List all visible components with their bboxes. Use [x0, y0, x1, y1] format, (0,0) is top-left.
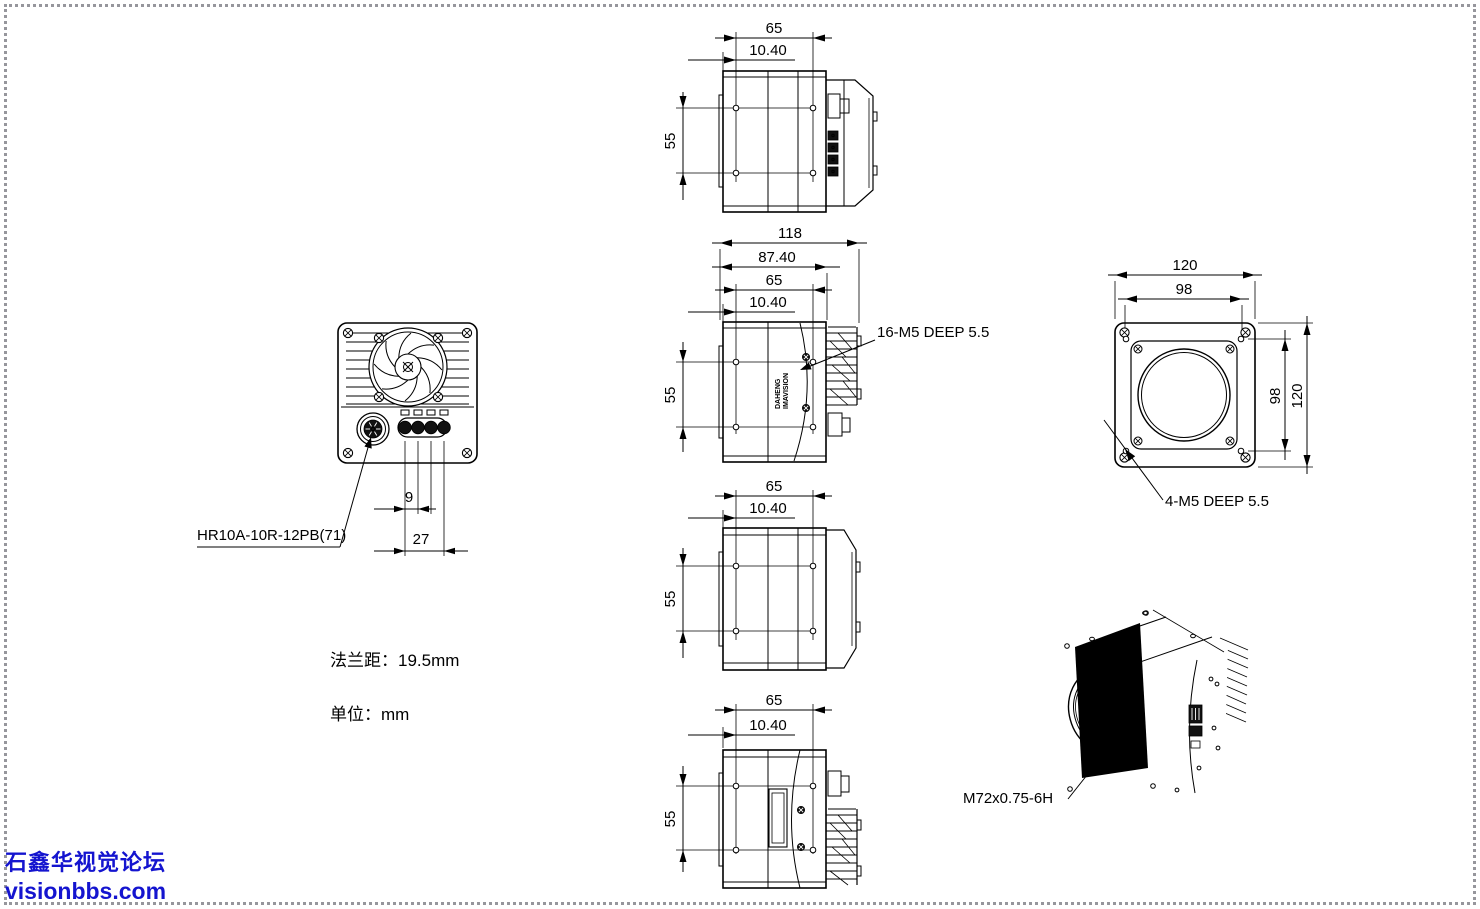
heatsink-side [826, 326, 862, 406]
flange-distance-note: 法兰距：19.5mm [330, 651, 460, 670]
watermark-site-url: visionbbs.com [5, 877, 167, 904]
top-view-width-dim: 65 [766, 20, 783, 37]
lens-opening [1137, 348, 1231, 442]
top-view-body [722, 70, 827, 213]
side-view-body-depth-dim: 87.40 [758, 249, 796, 266]
unit-note: 单位：mm [330, 705, 410, 724]
power-connector-top [827, 93, 841, 119]
bottom-view-body [722, 527, 827, 671]
bottom-view-width-dim: 65 [766, 478, 783, 495]
front-hole-width-dim: 98 [1176, 281, 1193, 298]
lens-mount-thread-callout: M72x0.75-6H [963, 790, 1053, 807]
bottom-view-offset-dim: 10.40 [749, 500, 787, 517]
heatsink-side2 [826, 808, 862, 886]
logo-line1: DAHENG [775, 378, 782, 409]
iso-lens-plate [1075, 623, 1148, 778]
camera-isometric-view: M72x0.75-6H [963, 602, 1249, 807]
coax-connector-cluster [397, 409, 451, 438]
power-connector-side2 [827, 770, 842, 797]
top-view-rear-housing [826, 79, 874, 207]
logo-line2: IMAVISION [783, 373, 790, 409]
power-connector-rear [356, 412, 390, 446]
daheng-logo: DAHENG IMAVISION [775, 373, 790, 409]
iso-side-connectors [1174, 676, 1221, 793]
front-hole-height-dim: 98 [1267, 388, 1284, 405]
side-view-total-depth-dim: 118 [778, 225, 802, 242]
camera-side-view-2: 65 10.40 55 [662, 692, 862, 889]
bottom-view-height-dim: 55 [662, 591, 679, 608]
coax-connectors-top [827, 130, 839, 177]
front-outer-height-dim: 120 [1289, 383, 1306, 408]
watermark-forum-name: 石鑫华视觉论坛 [5, 850, 167, 875]
camera-rear-view: HR10A-10R-12PB(71) 9 27 [197, 322, 478, 556]
side-view-height-dim: 55 [662, 387, 679, 404]
side-view-body [722, 321, 827, 463]
side2-width-dim: 65 [766, 692, 783, 709]
side-mounting-callout: 16-M5 DEEP 5.5 [877, 324, 989, 341]
watermark: 石鑫华视觉论坛 visionbbs.com [5, 849, 166, 905]
camera-bottom-view: 65 10.40 55 [662, 478, 861, 671]
lens-mount-plate [1130, 340, 1238, 450]
cooling-fan [368, 327, 448, 407]
power-connector-side [827, 412, 843, 437]
rear-pitch-dim: 9 [405, 489, 413, 506]
label-plate [768, 788, 788, 848]
side-view-width-dim: 65 [766, 272, 783, 289]
bottom-view-rear-housing [826, 529, 857, 669]
iso-lens-opening [1067, 666, 1145, 754]
side2-body [722, 749, 827, 889]
front-mounting-callout: 4-M5 DEEP 5.5 [1165, 493, 1269, 510]
rear-span-dim: 27 [413, 531, 430, 548]
rear-view-body [337, 322, 478, 464]
rear-connector-callout: HR10A-10R-12PB(71) [197, 527, 346, 544]
camera-front-view: 120 98 98 [1103, 257, 1313, 510]
side-view-offset-dim: 10.40 [749, 294, 787, 311]
camera-side-view: 118 87.40 65 10.40 55 [662, 225, 989, 463]
camera-top-view: 65 10.40 55 [662, 20, 878, 213]
front-outer-width-dim: 120 [1172, 257, 1197, 274]
top-view-height-dim: 55 [662, 133, 679, 150]
side2-height-dim: 55 [662, 811, 679, 828]
side2-offset-dim: 10.40 [749, 717, 787, 734]
top-view-offset-dim: 10.40 [749, 42, 787, 59]
front-view-body [1114, 322, 1256, 468]
